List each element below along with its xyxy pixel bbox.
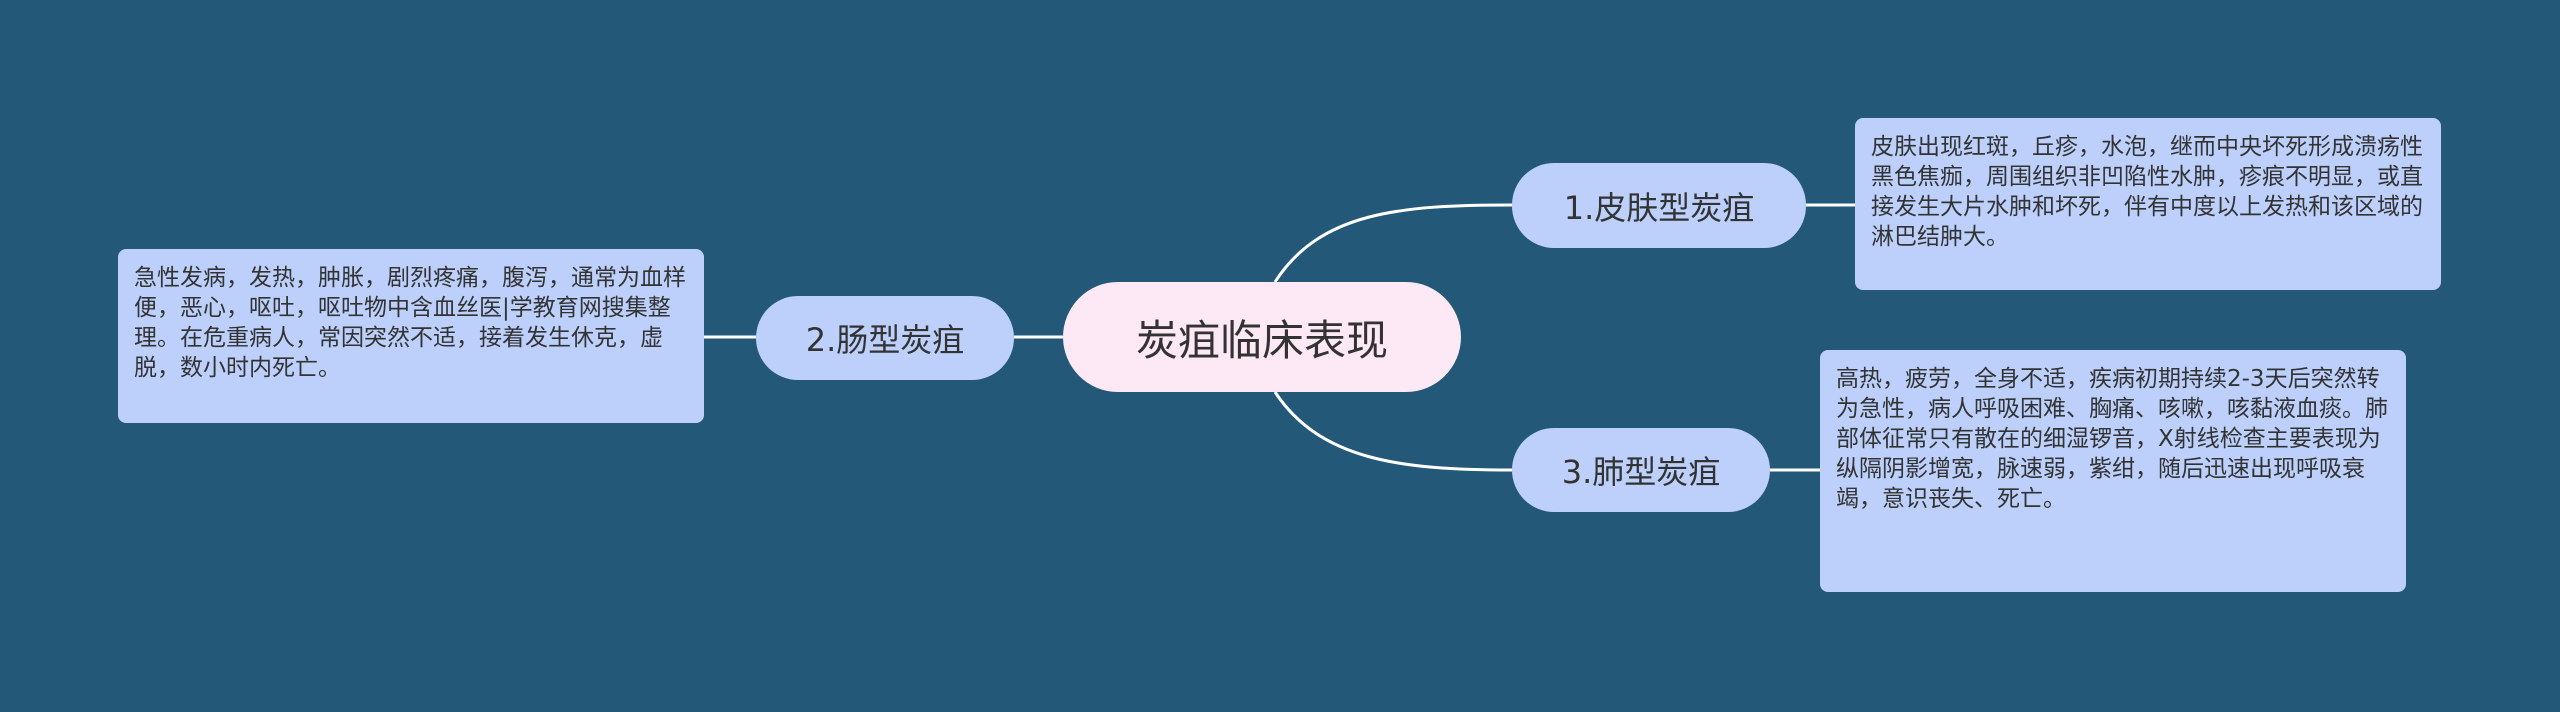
branch-node-intestinal-anthrax[interactable]: 2.肠型炭疽 [756, 296, 1014, 380]
detail-node-intestinal-anthrax[interactable]: 急性发病，发热，肿胀，剧烈疼痛，腹泻，通常为血样便，恶心，呕吐，呕吐物中含血丝医… [118, 249, 704, 423]
root-topic[interactable]: 炭疽临床表现 [1063, 282, 1461, 392]
detail-node-pulmonary-anthrax[interactable]: 高热，疲劳，全身不适，疾病初期持续2-3天后突然转为急性，病人呼吸困难、胸痛、咳… [1820, 350, 2406, 592]
detail-text: 皮肤出现红斑，丘疹，水泡，继而中央坏死形成溃疡性黑色焦痂，周围组织非凹陷性水肿，… [1871, 134, 2423, 250]
root-topic-label: 炭疽临床表现 [1135, 315, 1388, 365]
connector-root-to-branch-3 [1273, 391, 1513, 472]
branch-node-pulmonary-anthrax[interactable]: 3.肺型炭疽 [1512, 428, 1770, 512]
connector-root-to-branch-1 [1273, 203, 1513, 283]
detail-node-skin-anthrax[interactable]: 皮肤出现红斑，丘疹，水泡，继而中央坏死形成溃疡性黑色焦痂，周围组织非凹陷性水肿，… [1855, 118, 2441, 290]
branch-node-skin-anthrax[interactable]: 1.皮肤型炭疽 [1512, 163, 1806, 248]
detail-text: 高热，疲劳，全身不适，疾病初期持续2-3天后突然转为急性，病人呼吸困难、胸痛、咳… [1836, 366, 2388, 512]
branch-label: 1.皮肤型炭疽 [1563, 188, 1755, 227]
branch-label: 3.肺型炭疽 [1561, 453, 1721, 491]
branch-label: 2.肠型炭疽 [805, 321, 965, 359]
detail-text: 急性发病，发热，肿胀，剧烈疼痛，腹泻，通常为血样便，恶心，呕吐，呕吐物中含血丝医… [134, 265, 686, 381]
